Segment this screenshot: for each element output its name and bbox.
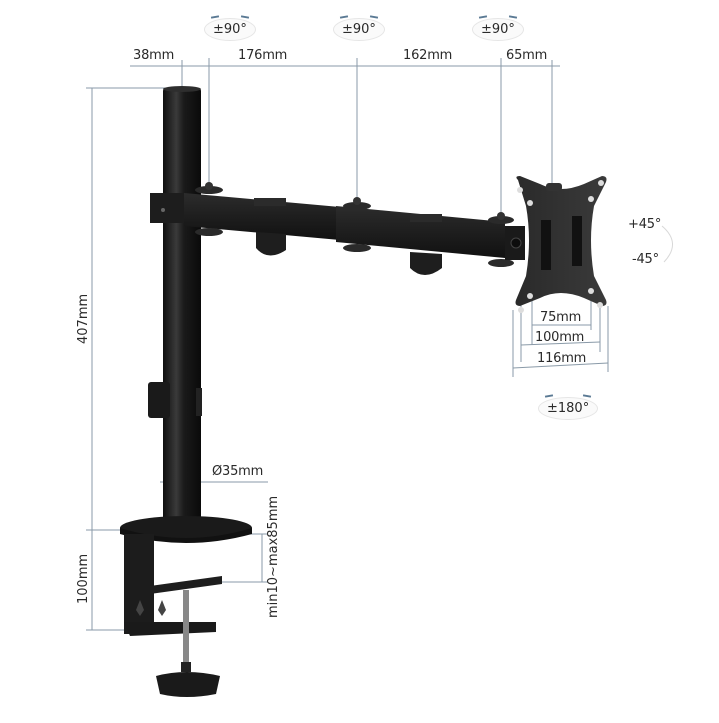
plate-width-label: 116mm: [537, 351, 587, 366]
rotation-badge-joint-3: ±90°: [472, 15, 524, 41]
rotation-badge-head: ±180°: [538, 394, 599, 420]
arm-segment-2: [336, 197, 525, 275]
rotation-badge-joint-1: ±90°: [204, 15, 256, 41]
dim-arm-segment-1: 176mm: [238, 48, 288, 63]
clamp-height-label: 100mm: [76, 553, 91, 604]
pole-diameter-label: Ø35mm: [212, 464, 264, 479]
rotation-badge-joint-2: ±90°: [333, 15, 385, 41]
tilt-down-label: -45°: [632, 252, 659, 267]
pole: [163, 86, 201, 533]
vesa-100-label: 100mm: [535, 330, 585, 345]
desk-thickness-label: min10~max85mm: [266, 495, 281, 618]
tilt-up-label: +45°: [628, 217, 662, 232]
pole-height-label: 407mm: [76, 293, 91, 344]
desk-clamp: [120, 516, 252, 697]
vesa-75-label: 75mm: [540, 310, 582, 325]
dim-pole-offset: 38mm: [133, 48, 175, 63]
cable-clip: [148, 382, 170, 418]
dim-arm-segment-2: 162mm: [403, 48, 453, 63]
dim-head-offset: 65mm: [506, 48, 548, 63]
dimension-lines: [86, 58, 673, 631]
arm-segment-1: [150, 182, 340, 256]
vesa-plate: [515, 176, 607, 313]
